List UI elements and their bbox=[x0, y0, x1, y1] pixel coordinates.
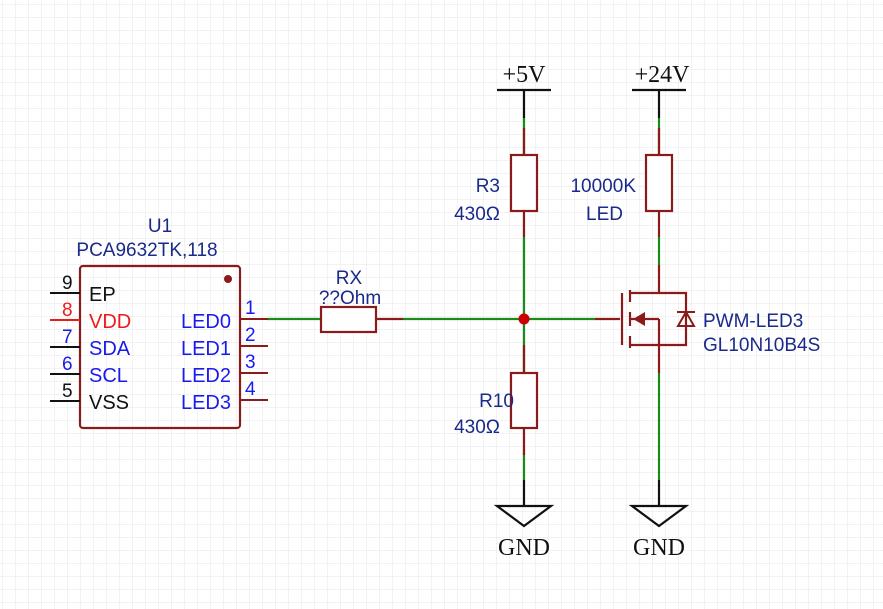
rled-ref: 10000K bbox=[570, 176, 636, 197]
pin-number: 5 bbox=[62, 381, 73, 402]
resistor-body bbox=[644, 153, 674, 213]
pin-number: 4 bbox=[245, 379, 256, 400]
diode-lead bbox=[659, 291, 688, 347]
rx-ref: RX bbox=[336, 268, 363, 289]
ground-left-label: GND bbox=[498, 535, 550, 561]
ic-part: PCA9632TK,118 bbox=[76, 240, 217, 261]
ic-left-pin: 5 VSS bbox=[50, 381, 129, 414]
resistor-body bbox=[509, 153, 539, 213]
r10-ref: R10 bbox=[479, 391, 514, 412]
pin-name: LED0 bbox=[181, 311, 231, 333]
ic-right-pin: 1 LED0 bbox=[181, 298, 268, 333]
ground-icon bbox=[628, 504, 690, 528]
rled-value: LED bbox=[586, 204, 623, 225]
resistor-r10[interactable]: R10 430Ω bbox=[454, 345, 539, 455]
pin-number: 8 bbox=[62, 300, 73, 321]
r3-value: 430Ω bbox=[454, 204, 500, 225]
resistor-rled[interactable]: 10000K LED bbox=[570, 128, 674, 237]
diode-triangle bbox=[676, 309, 696, 327]
ic-right-pin: 4 LED3 bbox=[181, 379, 268, 414]
ground-right-label: GND bbox=[633, 535, 685, 561]
pin-name: LED3 bbox=[181, 392, 231, 414]
ic-left-pin: 7 SDA bbox=[50, 327, 131, 360]
resistor-body bbox=[319, 305, 378, 334]
power-24v[interactable]: +24V bbox=[632, 62, 690, 118]
pin-number: 2 bbox=[245, 325, 256, 346]
pin-name: VSS bbox=[89, 392, 129, 414]
resistor-body bbox=[509, 371, 539, 430]
ic-u1[interactable]: U1 PCA9632TK,118 9 EP 8 VDD 7 SDA 6 SCL … bbox=[50, 216, 268, 430]
ic-left-pin: 6 SCL bbox=[50, 354, 128, 387]
pin-name: EP bbox=[89, 284, 116, 306]
r10-value: 430Ω bbox=[454, 417, 500, 438]
r3-ref: R3 bbox=[476, 176, 500, 197]
pin-name: LED1 bbox=[181, 338, 231, 360]
power-5v-label: +5V bbox=[503, 62, 547, 88]
pin-name: SDA bbox=[89, 338, 131, 360]
pin-number: 6 bbox=[62, 354, 73, 375]
ic-right-pin: 2 LED1 bbox=[181, 325, 268, 360]
junction-dot bbox=[518, 313, 530, 325]
pin-number: 1 bbox=[245, 298, 256, 319]
pin-name: VDD bbox=[89, 311, 131, 333]
ic-right-pin: 3 LED2 bbox=[181, 352, 268, 387]
ic-left-pin: 8 VDD bbox=[50, 300, 131, 333]
pin-number: 3 bbox=[245, 352, 256, 373]
ground-icon bbox=[493, 504, 555, 528]
ic-left-pin: 9 EP bbox=[50, 273, 116, 306]
power-5v[interactable]: +5V bbox=[497, 62, 551, 118]
resistor-r3[interactable]: R3 430Ω bbox=[454, 128, 539, 237]
pin-name: LED2 bbox=[181, 365, 231, 387]
ic-ref: U1 bbox=[148, 216, 172, 237]
pin-number: 7 bbox=[62, 327, 73, 348]
resistor-rx[interactable]: RX ??Ohm bbox=[319, 268, 403, 334]
rx-value: ??Ohm bbox=[319, 288, 381, 309]
body-arrow bbox=[633, 312, 645, 326]
mosfet-ref: PWM-LED3 bbox=[703, 311, 803, 332]
ic-pin1-marker bbox=[224, 275, 232, 283]
pin-number: 9 bbox=[62, 273, 73, 294]
pin-name: SCL bbox=[89, 365, 128, 387]
mosfet-pwm-led3[interactable]: PWM-LED3 GL10N10B4S bbox=[595, 265, 820, 373]
power-24v-label: +24V bbox=[635, 62, 691, 88]
mosfet-part: GL10N10B4S bbox=[703, 335, 820, 356]
ground-left[interactable]: GND bbox=[493, 480, 555, 561]
ground-right[interactable]: GND bbox=[628, 480, 690, 561]
